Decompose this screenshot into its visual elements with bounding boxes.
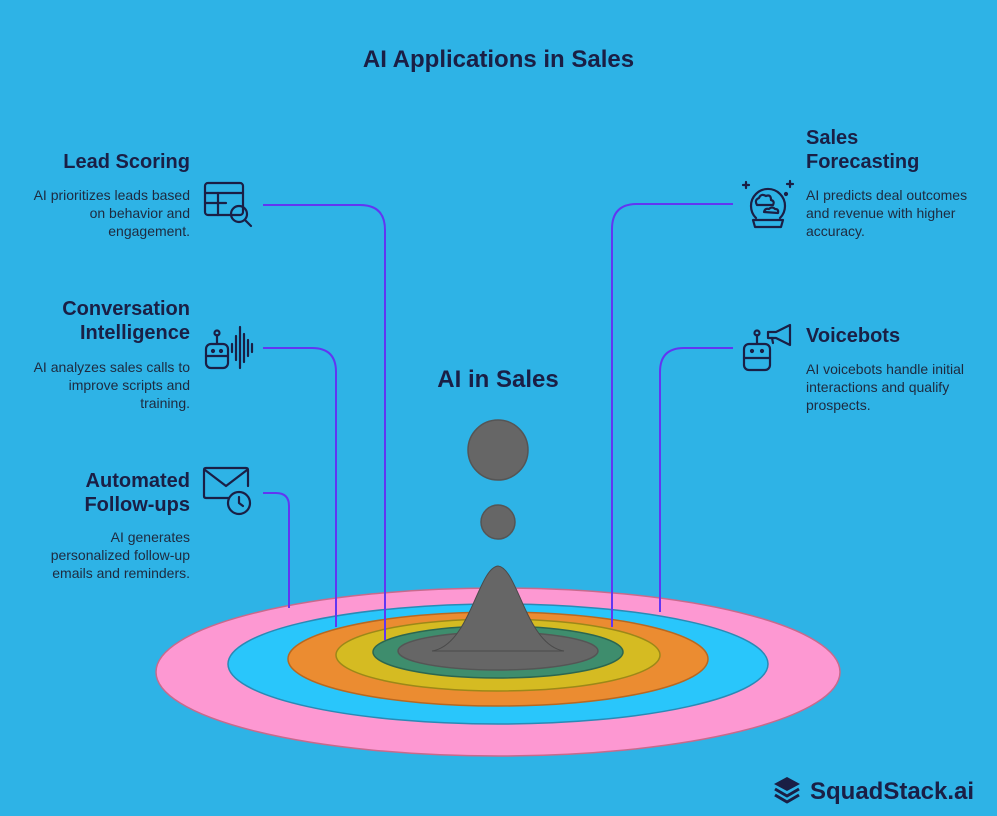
brand-name: SquadStack.ai [810,778,975,805]
brand-logo: SquadStack.ai [772,776,974,808]
table-search-icon [202,180,254,235]
lead-scoring-heading: Lead Scoring [63,151,190,173]
sales-forecasting-description: AI predicts deal outcomes and revenue wi… [806,187,968,239]
voicebots-heading: Voicebots [806,325,901,347]
sales-forecasting-heading: Sales Forecasting [806,127,920,173]
robot-megaphone-icon [740,322,796,379]
diagram-title: AI Applications in Sales [362,46,635,73]
connector-automated-follow-ups [263,492,290,608]
conversation-intelligence-description: AI analyzes sales calls to improve scrip… [33,359,190,411]
automated-follow-ups-description: AI generates personalized follow-up emai… [50,529,190,581]
automated-follow-ups-heading: Automated Follow-ups [84,470,190,516]
droplet-large [467,419,529,481]
connector-voicebots [659,347,733,612]
connector-conversation-intelligence [263,347,337,627]
connector-sales-forecasting [611,203,733,627]
splash-peak [431,565,565,652]
voicebots-description: AI voicebots handle initial interactions… [806,361,964,413]
droplet-small [480,504,516,540]
conversation-intelligence-heading: Conversation Intelligence [62,298,190,344]
center-label: AI in Sales [437,366,559,393]
stack-logo-icon [772,775,802,810]
connector-lead-scoring [263,204,386,640]
robot-soundwave-icon [202,322,258,379]
crystal-ball-icon [740,178,796,235]
lead-scoring-description: AI prioritizes leads based on behavior a… [33,187,190,239]
mail-clock-icon [202,466,256,523]
